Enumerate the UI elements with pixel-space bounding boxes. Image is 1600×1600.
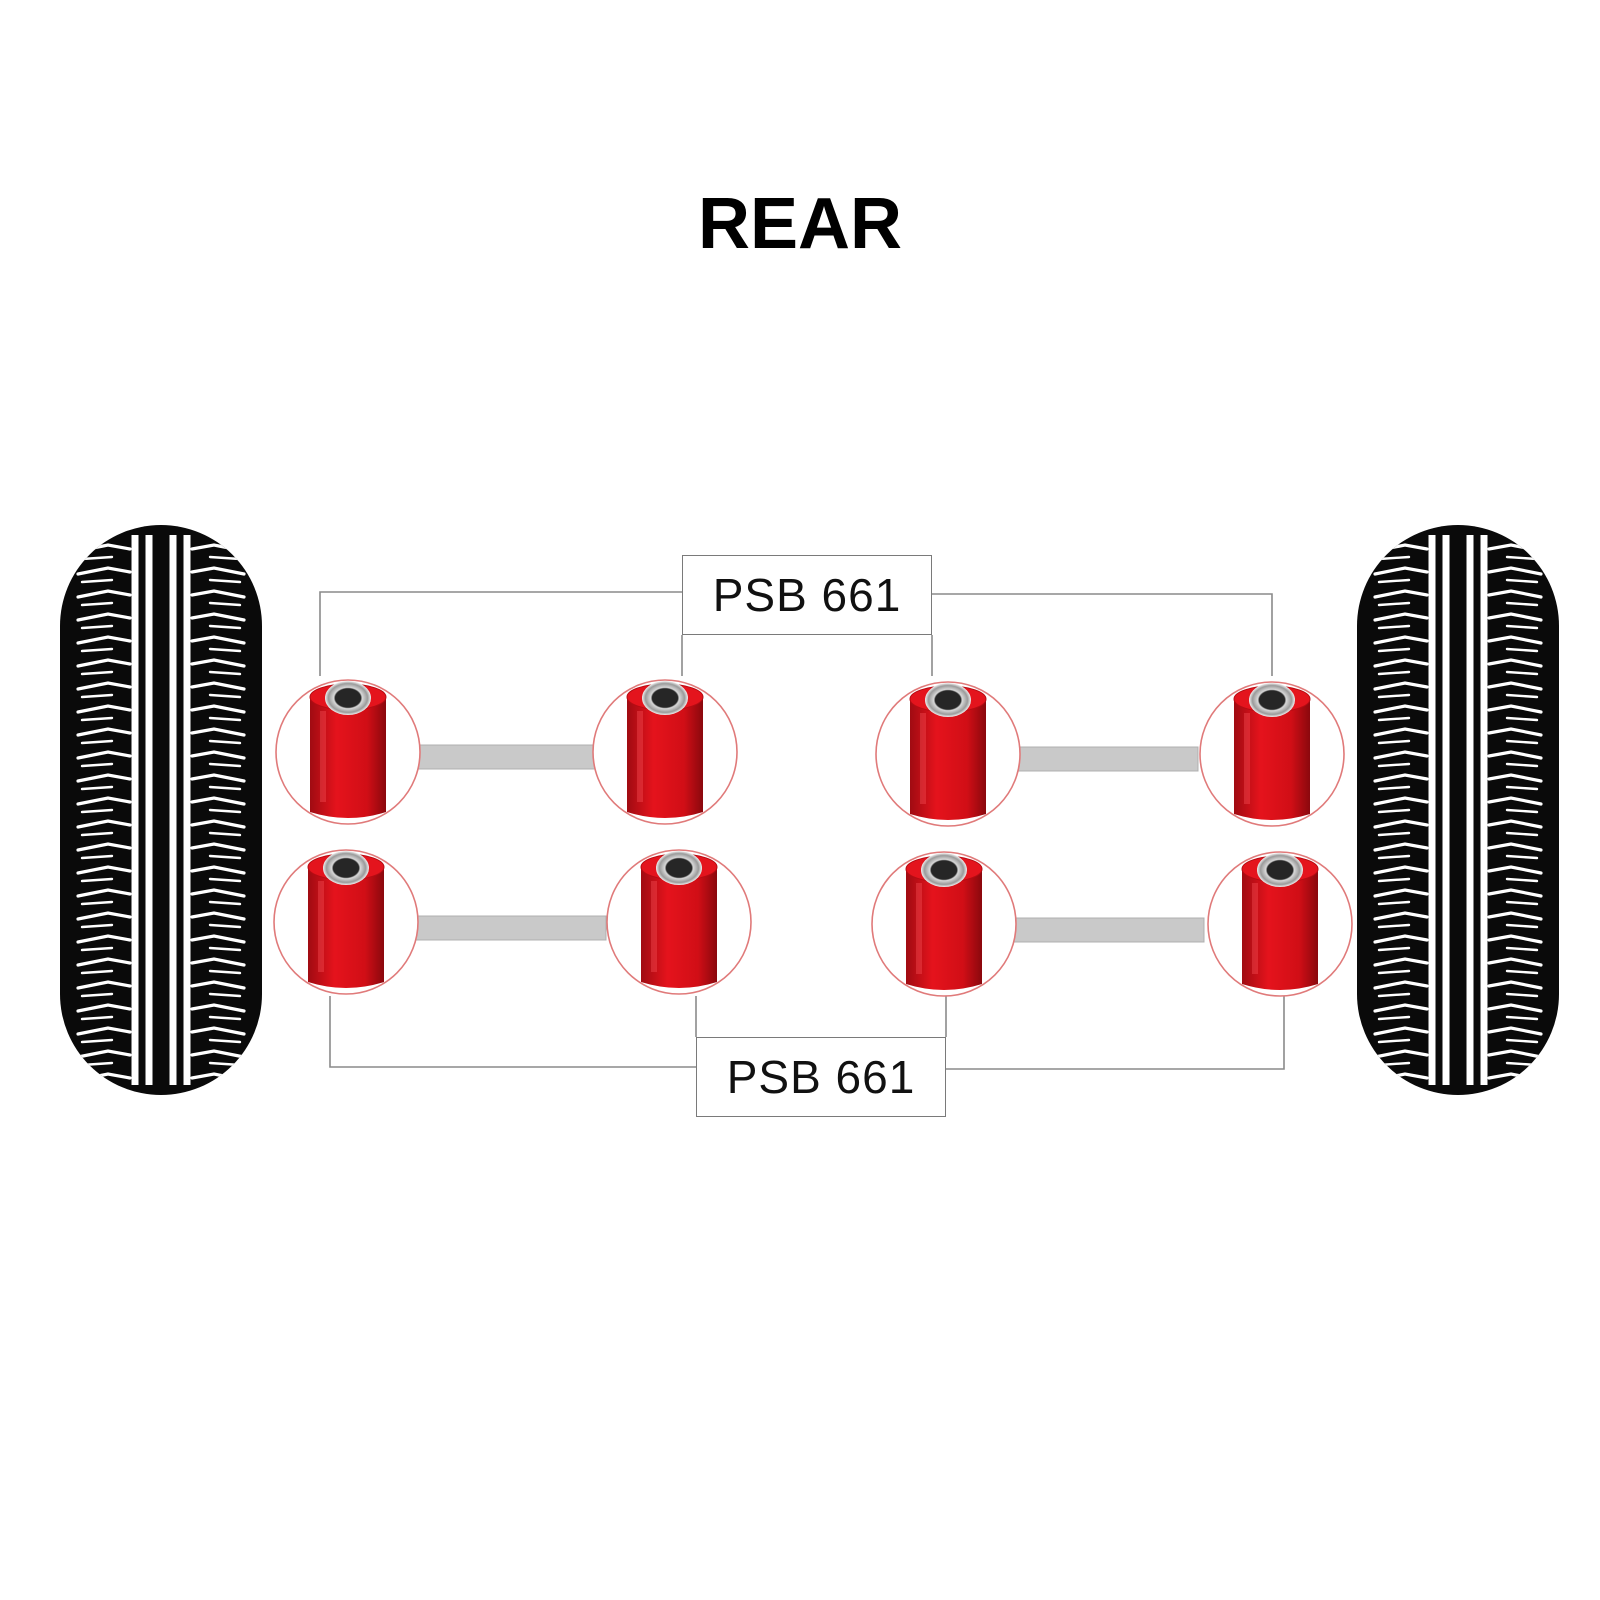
diagram-title: REAR: [697, 184, 902, 264]
bush-7-icon: [871, 851, 1017, 997]
bush-4-icon: [1199, 681, 1345, 827]
bush-group: [273, 679, 1353, 997]
bush-5-icon: [273, 849, 419, 995]
link-bars: [411, 744, 1205, 943]
leader-lines: [319, 591, 1285, 1070]
bush-6-icon: [606, 849, 752, 995]
bush-8-icon: [1207, 851, 1353, 997]
bush-1-icon: [275, 679, 421, 825]
bush-2-icon: [592, 679, 738, 825]
part-label-top: PSB 661: [682, 555, 932, 635]
bush-3-icon: [875, 681, 1021, 827]
part-label-bottom: PSB 661: [696, 1037, 946, 1117]
tyre-left-icon: [60, 525, 262, 1095]
tyre-right-icon: [1357, 525, 1559, 1095]
